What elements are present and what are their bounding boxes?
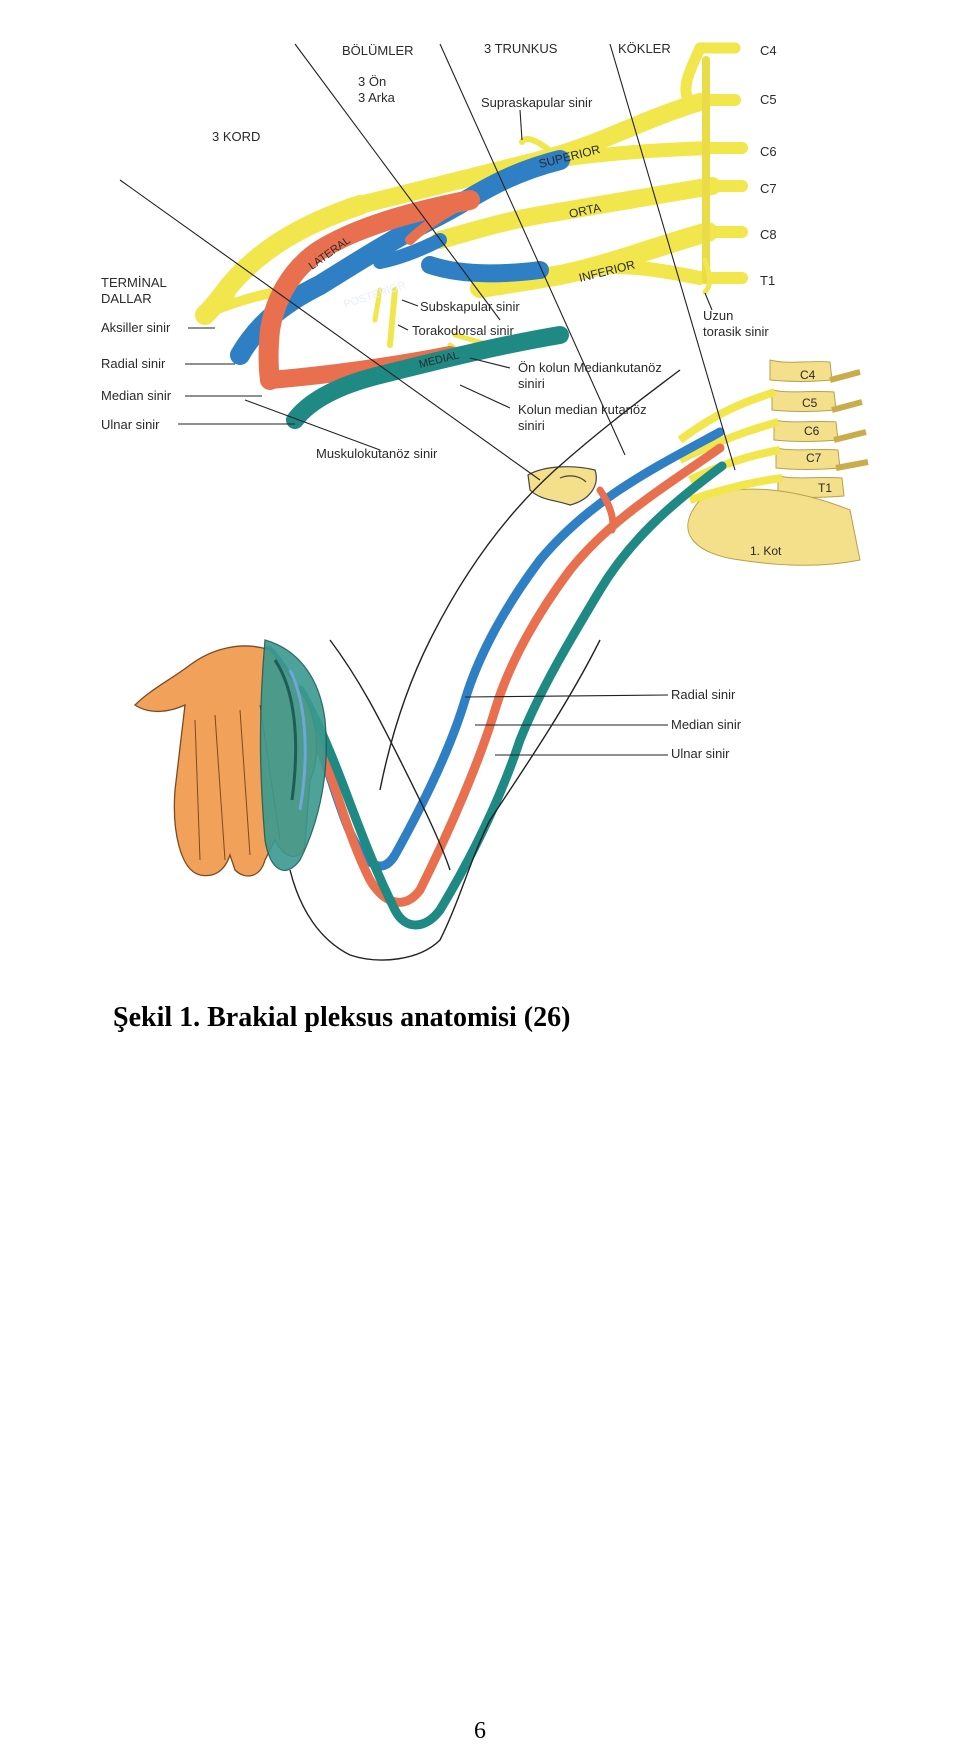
- label-long-thoracic-2: torasik sinir: [703, 324, 769, 339]
- figure-caption: Şekil 1. Brakial pleksus anatomisi (26): [113, 1002, 571, 1033]
- cervical-spine-illustration: [677, 359, 869, 566]
- label-brachial-cut-1: Kolun median kutanöz: [518, 402, 647, 417]
- label-long-thoracic-1: Uzun: [703, 308, 733, 323]
- label-terminal-2: DALLAR: [101, 291, 152, 306]
- label-vertebra-t1: T1: [818, 481, 832, 495]
- label-musculocutaneous: Muskulokutanöz sinir: [316, 446, 438, 461]
- label-radial: Radial sinir: [101, 356, 166, 371]
- label-brachial-cut-2: siniri: [518, 418, 545, 433]
- label-trunk-middle: ORTA: [568, 201, 602, 221]
- leader-lines: [119, 43, 736, 756]
- label-vertebra-c6: C6: [804, 424, 820, 438]
- page-number: 6: [474, 1718, 486, 1744]
- label-root-c7: C7: [760, 181, 777, 196]
- label-antebrachial-2: siniri: [518, 376, 545, 391]
- arm-outline: [289, 369, 681, 961]
- label-roots: KÖKLER: [618, 41, 671, 56]
- label-antebrachial-1: Ön kolun Mediankutanöz: [518, 360, 662, 375]
- label-suprascapular: Supraskapular sinir: [481, 95, 593, 110]
- label-arm-median: Median sinir: [671, 717, 742, 732]
- arm-nerves: [263, 427, 727, 930]
- medial-cord-teal: [286, 326, 569, 429]
- label-root-c4: C4: [760, 43, 777, 58]
- brachial-plexus-illustration: BÖLÜMLER 3 TRUNKUS KÖKLER 3 Ön 3 Arka 3 …: [101, 41, 869, 961]
- label-arm-ulnar: Ulnar sinir: [671, 746, 730, 761]
- label-root-c5: C5: [760, 92, 777, 107]
- label-arm-radial: Radial sinir: [671, 687, 736, 702]
- label-thoracodorsal: Torakodorsal sinir: [412, 323, 515, 338]
- label-median: Median sinir: [101, 388, 172, 403]
- label-anterior: 3 Ön: [358, 74, 386, 89]
- label-divisions: BÖLÜMLER: [342, 43, 414, 58]
- label-root-c6: C6: [760, 144, 777, 159]
- label-vertebra-c7: C7: [806, 451, 822, 465]
- label-trunks: 3 TRUNKUS: [484, 41, 558, 56]
- label-cords: 3 KORD: [212, 129, 260, 144]
- label-terminal-1: TERMİNAL: [101, 275, 167, 290]
- label-posterior: 3 Arka: [358, 90, 396, 105]
- label-vertebra-c4: C4: [800, 368, 816, 382]
- hand-illustration: [133, 639, 327, 877]
- label-ulnar: Ulnar sinir: [101, 417, 160, 432]
- figure-labels: BÖLÜMLER 3 TRUNKUS KÖKLER 3 Ön 3 Arka 3 …: [101, 41, 832, 761]
- label-root-t1: T1: [760, 273, 775, 288]
- label-rib: 1. Kot: [750, 544, 782, 558]
- label-vertebra-c5: C5: [802, 396, 818, 410]
- label-root-c8: C8: [760, 227, 777, 242]
- label-subscapular: Subskapular sinir: [420, 299, 520, 314]
- label-axillary: Aksiller sinir: [101, 320, 171, 335]
